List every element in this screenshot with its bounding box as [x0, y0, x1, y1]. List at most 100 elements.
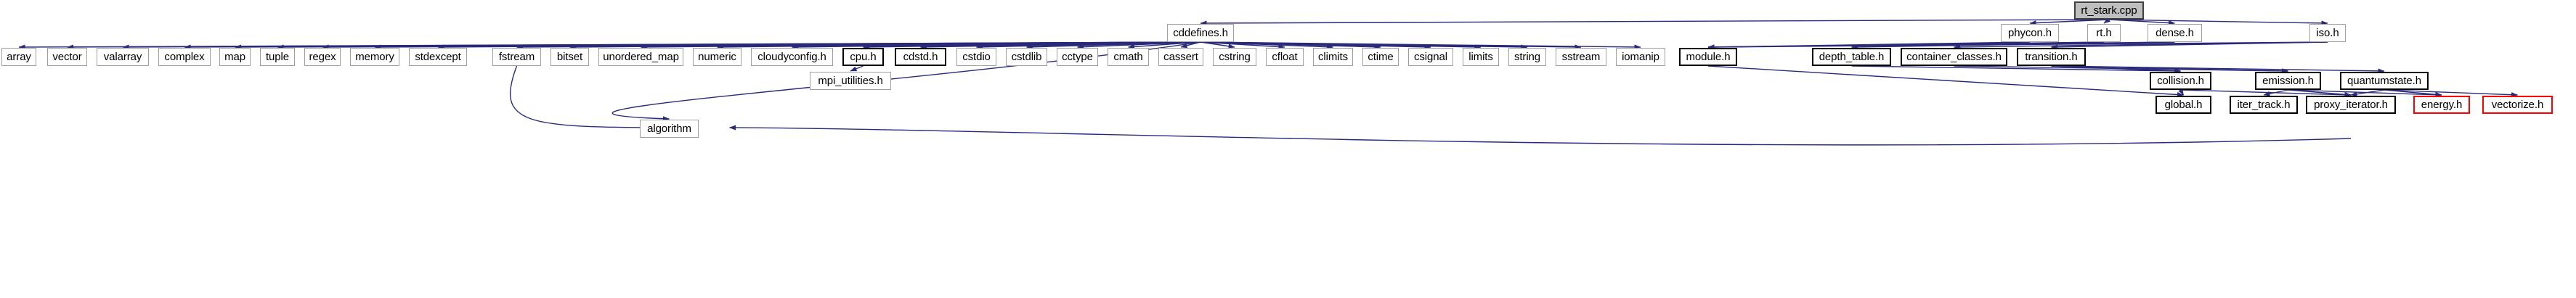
- graph-node-array[interactable]: array: [1, 48, 36, 66]
- graph-node-map[interactable]: map: [219, 48, 251, 66]
- graph-node-mpi_utilities[interactable]: mpi_utilities.h: [810, 72, 891, 90]
- graph-edge-cddefines-to-csignal: [1200, 41, 1431, 50]
- graph-node-label: cloudyconfig.h: [757, 51, 826, 63]
- graph-node-collision[interactable]: collision.h: [2150, 72, 2211, 90]
- graph-node-fstream[interactable]: fstream: [492, 48, 541, 66]
- graph-node-cdstd[interactable]: cdstd.h: [895, 48, 946, 66]
- graph-edge-depth_table-to-collision: [1851, 65, 2181, 74]
- graph-node-cctype[interactable]: cctype: [1057, 48, 1098, 66]
- graph-node-transition[interactable]: transition.h: [2017, 48, 2086, 66]
- graph-node-label: cpu.h: [850, 51, 877, 63]
- graph-edge-cddefines-to-complex: [184, 41, 1201, 50]
- graph-edge-phycon-to-module: [1707, 41, 2031, 50]
- graph-node-label: cmath: [1113, 51, 1143, 63]
- graph-edge-rt_stark-to-rt_h: [2103, 17, 2110, 24]
- graph-node-stdexcept[interactable]: stdexcept: [409, 48, 467, 66]
- graph-node-ctime[interactable]: ctime: [1362, 48, 1399, 66]
- graph-node-label: proxy_iterator.h: [2314, 99, 2388, 111]
- graph-node-rt_stark[interactable]: rt_stark.cpp: [2074, 1, 2144, 20]
- graph-node-memory[interactable]: memory: [350, 48, 399, 66]
- graph-node-label: regex: [309, 51, 336, 63]
- graph-node-rt_h[interactable]: rt.h: [2087, 24, 2121, 42]
- graph-node-complex[interactable]: complex: [158, 48, 211, 66]
- graph-node-tuple[interactable]: tuple: [260, 48, 295, 66]
- graph-node-label: cstdlib: [1011, 51, 1042, 63]
- graph-node-depth_table[interactable]: depth_table.h: [1812, 48, 1891, 66]
- graph-node-climits[interactable]: climits: [1313, 48, 1353, 66]
- graph-node-bitset[interactable]: bitset: [550, 48, 589, 66]
- graph-node-label: mpi_utilities.h: [818, 75, 883, 87]
- graph-edge-fstream-to-algorithm: [510, 65, 668, 131]
- graph-node-label: cfloat: [1272, 51, 1298, 63]
- graph-node-sstream[interactable]: sstream: [1556, 48, 1606, 66]
- graph-node-module[interactable]: module.h: [1679, 48, 1737, 66]
- graph-node-proxy_iterator[interactable]: proxy_iterator.h: [2306, 96, 2396, 114]
- graph-node-iso[interactable]: iso.h: [2309, 24, 2346, 42]
- graph-node-label: cstdio: [962, 51, 991, 63]
- graph-node-iomanip[interactable]: iomanip: [1616, 48, 1665, 66]
- graph-node-label: stdexcept: [415, 51, 461, 63]
- graph-node-iter_track[interactable]: iter_track.h: [2230, 96, 2298, 114]
- graph-node-cloudyconfig[interactable]: cloudyconfig.h: [751, 48, 833, 66]
- graph-edge-quantumstate-to-energy: [2384, 89, 2442, 97]
- graph-edge-cddefines-to-cassert: [1180, 41, 1201, 49]
- graph-node-phycon[interactable]: phycon.h: [2001, 24, 2059, 42]
- graph-node-label: string: [1513, 51, 1541, 63]
- graph-node-limits[interactable]: limits: [1463, 48, 1499, 66]
- graph-node-cstdlib[interactable]: cstdlib: [1006, 48, 1047, 66]
- graph-node-string[interactable]: string: [1508, 48, 1546, 66]
- graph-edge-cddefines-to-stdexcept: [437, 41, 1201, 50]
- graph-node-label: dense.h: [2156, 27, 2194, 39]
- graph-node-global[interactable]: global.h: [2156, 96, 2211, 114]
- graph-edge-rt_stark-to-phycon: [2029, 19, 2110, 26]
- graph-node-cassert[interactable]: cassert: [1158, 48, 1203, 66]
- graph-node-cddefines[interactable]: cddefines.h: [1167, 24, 1234, 42]
- graph-edge-rt_stark-to-iso: [2108, 19, 2328, 26]
- graph-edge-cddefines-to-cloudyconfig: [792, 41, 1201, 50]
- graph-node-vectorize[interactable]: vectorize.h: [2482, 96, 2553, 114]
- graph-edge-emission-to-proxy_iterator: [2288, 89, 2352, 97]
- graph-node-valarray[interactable]: valarray: [97, 48, 149, 66]
- graph-node-cpu[interactable]: cpu.h: [842, 48, 884, 66]
- graph-node-emission[interactable]: emission.h: [2255, 72, 2321, 90]
- graph-edge-container_classes-to-emission: [1954, 65, 2288, 74]
- graph-node-numeric[interactable]: numeric: [693, 48, 741, 66]
- graph-node-cstring[interactable]: cstring: [1213, 48, 1256, 66]
- graph-node-label: numeric: [698, 51, 736, 63]
- graph-edge-cddefines-to-climits: [1200, 41, 1333, 50]
- graph-node-label: limits: [1468, 51, 1493, 63]
- graph-edge-dense-to-depth_table: [1851, 41, 2175, 50]
- graph-edge-collision-to-proxy_iterator: [2180, 89, 2352, 98]
- graph-node-label: container_classes.h: [1906, 51, 2002, 63]
- graph-node-unordered_map[interactable]: unordered_map: [598, 48, 683, 66]
- graph-edge-collision-to-global: [2178, 88, 2185, 96]
- graph-node-csignal[interactable]: csignal: [1408, 48, 1453, 66]
- graph-node-vector[interactable]: vector: [47, 48, 87, 66]
- graph-edge-cddefines-to-cctype: [1077, 41, 1201, 50]
- graph-node-label: cstring: [1219, 51, 1251, 63]
- graph-node-cfloat[interactable]: cfloat: [1266, 48, 1304, 66]
- graph-node-label: quantumstate.h: [2347, 75, 2421, 87]
- graph-node-label: bitset: [556, 51, 583, 63]
- graph-node-quantumstate[interactable]: quantumstate.h: [2340, 72, 2429, 90]
- graph-edge-quantumstate-to-vectorize: [2384, 89, 2518, 98]
- graph-edge-iso-to-container_classes: [1954, 41, 2328, 50]
- graph-node-label: depth_table.h: [1819, 51, 1885, 63]
- graph-node-dense[interactable]: dense.h: [2148, 24, 2202, 42]
- graph-edge-rt_stark-to-cddefines: [1200, 19, 2110, 26]
- graph-node-label: map: [224, 51, 245, 63]
- graph-node-cmath[interactable]: cmath: [1108, 48, 1149, 66]
- graph-node-container_classes[interactable]: container_classes.h: [1901, 48, 2007, 66]
- graph-node-label: module.h: [1686, 51, 1731, 63]
- graph-edge-rt_h-to-module: [1707, 41, 2105, 50]
- graph-edge-cddefines-to-unordered_map: [641, 41, 1201, 50]
- graph-node-algorithm[interactable]: algorithm: [640, 120, 699, 138]
- graph-node-regex[interactable]: regex: [304, 48, 341, 66]
- graph-edge-cddefines-to-memory: [374, 41, 1201, 50]
- graph-node-label: iomanip: [1622, 51, 1659, 63]
- graph-edge-rt_stark-to-dense: [2108, 19, 2175, 26]
- graph-node-cstdio[interactable]: cstdio: [956, 48, 996, 66]
- graph-node-energy[interactable]: energy.h: [2413, 96, 2470, 114]
- graph-node-label: iso.h: [2316, 27, 2339, 39]
